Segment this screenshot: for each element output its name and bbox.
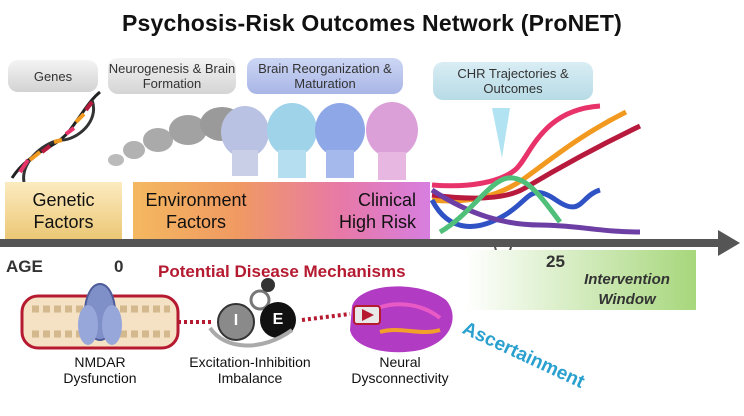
- head-icon: [366, 102, 418, 180]
- trajectory-line: [429, 187, 601, 229]
- trajectory-line: [438, 175, 563, 235]
- axis-arrowhead-icon: [718, 230, 740, 256]
- page-title: Psychosis-Risk Outcomes Network (ProNET): [121, 10, 623, 36]
- stage-chr-trajectories-label: CHR Trajectories & Outcomes: [433, 62, 593, 100]
- trajectory-line: [431, 123, 642, 201]
- head-icon: [221, 106, 269, 176]
- dna-icon: [10, 90, 101, 183]
- nmdar-label: NMDAR Dysfunction: [63, 354, 137, 386]
- age-axis: [0, 239, 720, 247]
- neural-dysconnectivity-label: Neural Dysconnectivity: [351, 354, 449, 386]
- genetic-factors-label: Genetic Factors: [32, 190, 95, 232]
- environment-band: Environment Factors Clinical High Risk: [133, 182, 430, 240]
- stage-brain-maturation-label: Brain Reorganization & Maturation: [247, 58, 403, 94]
- trajectory-line: [431, 103, 601, 189]
- mechanisms-heading: Potential Disease Mechanisms: [158, 262, 406, 281]
- spotlight-icon: [492, 108, 510, 158]
- stage-genes-label: Genes: [8, 60, 98, 92]
- intervention-window-label: Intervention Window: [584, 271, 670, 308]
- intervention-window-box: [466, 250, 696, 310]
- age-axis-label: AGE: [6, 257, 43, 276]
- trajectory-curves: [429, 103, 642, 235]
- ei-imbalance-label: Excitation-Inhibition Imbalance: [189, 354, 311, 386]
- clinical-high-risk-label: Clinical High Risk: [338, 190, 416, 232]
- age-zero-label: 0: [114, 257, 124, 276]
- excitation-inhibition-icon: [208, 278, 296, 348]
- excitation-letter: E: [272, 311, 284, 328]
- age-25-label: 25: [546, 252, 565, 271]
- head-icon: [267, 103, 317, 178]
- inhibition-letter: I: [233, 312, 239, 329]
- genetic-factors-band: Genetic Factors: [5, 182, 122, 240]
- head-icon: [315, 103, 365, 178]
- stage-neurogenesis-label: Neurogenesis & Brain Formation: [108, 58, 236, 94]
- environment-factors-label: Environment Factors: [145, 190, 247, 232]
- nmdar-membrane-icon: [20, 283, 180, 350]
- brain-connectivity-icon: [350, 286, 453, 353]
- connector-line: [301, 312, 351, 322]
